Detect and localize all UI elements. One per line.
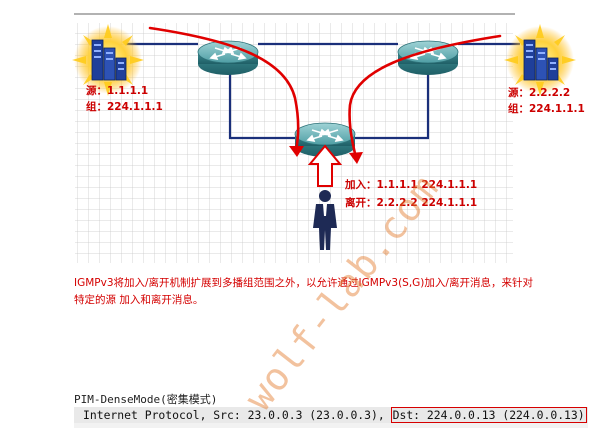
left-source-ip-label: 源：1.1.1.1 — [86, 85, 149, 97]
pim-dense-mode-title: PIM-DenseMode(密集模式) — [74, 393, 218, 406]
left-group-label: 组：224.1.1.1 — [86, 101, 163, 113]
multicast-flow-arrows — [148, 26, 502, 160]
packet-src-text: Internet Protocol, Src: 23.0.0.3 (23.0.0… — [83, 408, 392, 422]
source-server-right-icon — [503, 23, 577, 97]
right-group-label: 组：224.1.1.1 — [508, 103, 585, 115]
packet-dst-highlight: Dst: 224.0.0.13 (224.0.0.13) — [390, 407, 587, 423]
multicast-topology-diagram — [71, 13, 577, 263]
packet-header-line: Internet Protocol, Src: 23.0.0.3 (23.0.0… — [74, 407, 588, 423]
right-source-ip-label: 源：2.2.2.2 — [508, 87, 571, 99]
join-arrow — [307, 144, 343, 187]
receiver-join-label: 加入：1.1.1.1 224.1.1.1 — [345, 179, 478, 191]
igmpv3-note: IGMPv3将加入/离开机制扩展到多播组范围之外，以允许通过IGMPv3(S,G… — [74, 277, 533, 306]
arrow-heads — [289, 146, 363, 164]
receiver-person-icon — [313, 190, 337, 250]
packet-next-line-cut — [74, 423, 588, 428]
receiver-leave-label: 离开：2.2.2.2 224.1.1.1 — [345, 197, 478, 209]
